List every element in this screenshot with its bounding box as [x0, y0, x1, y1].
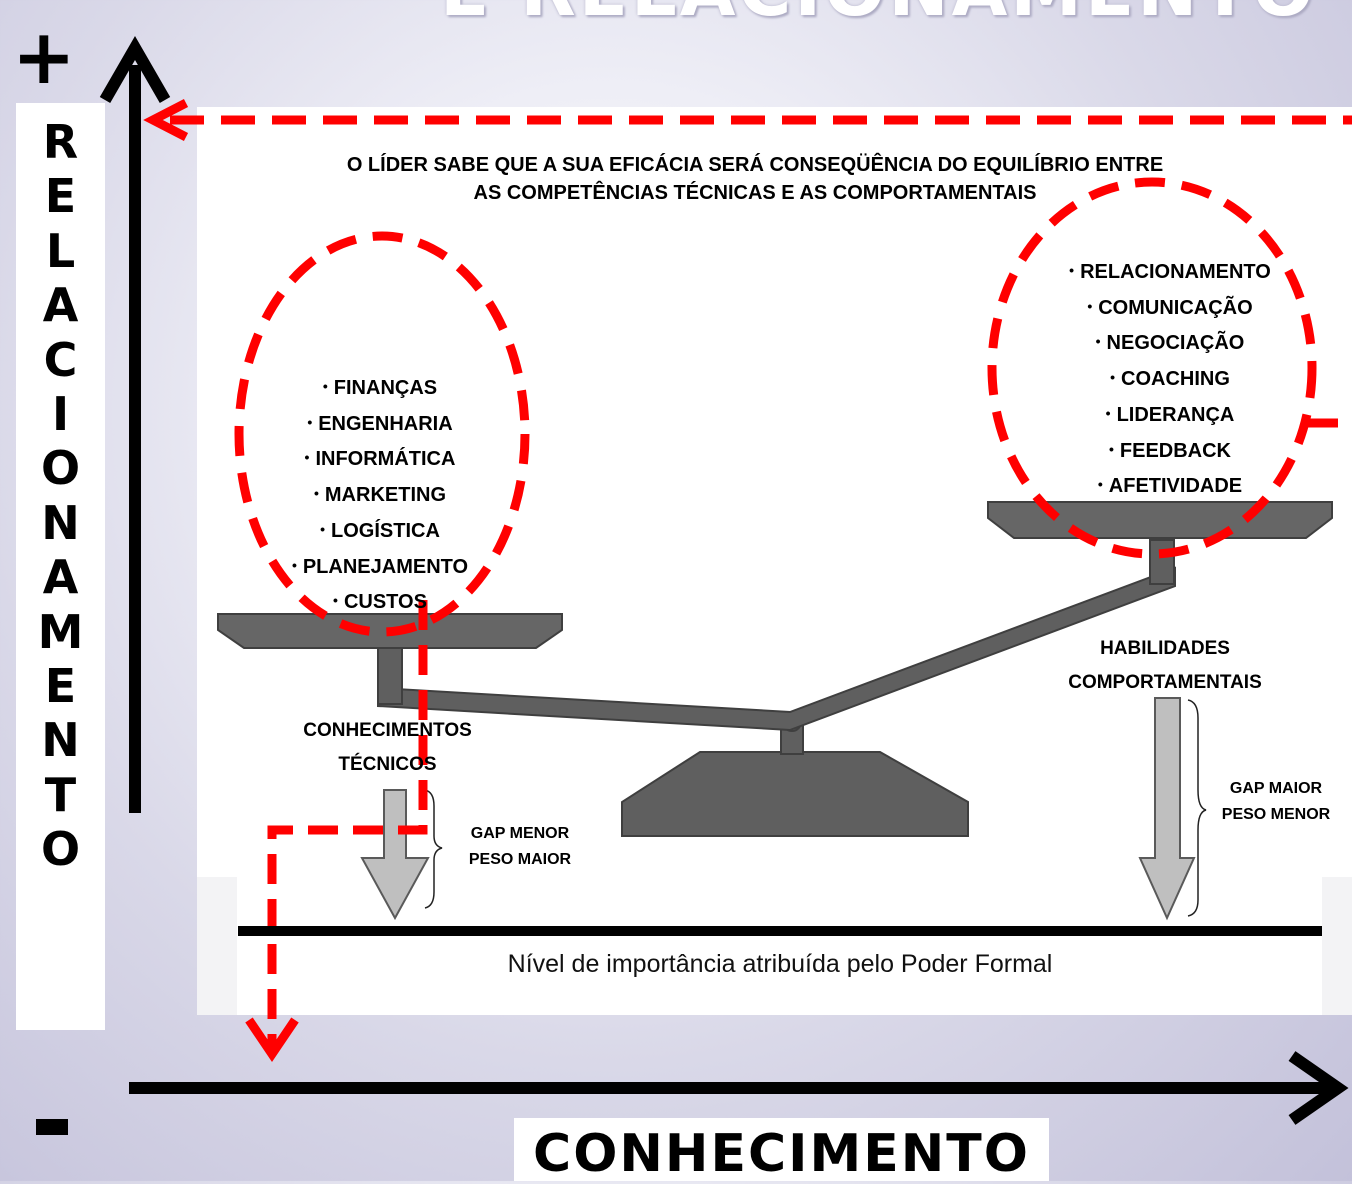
- gap-line: PESO MAIOR: [468, 851, 572, 868]
- list-item: •FEEDBACK: [1108, 439, 1232, 462]
- list-item: •COMUNICAÇÃO: [1087, 296, 1253, 319]
- x-axis-label-box: [514, 1118, 1049, 1181]
- x-axis-arrowhead: [1288, 1051, 1349, 1125]
- gap-label-left: GAP MENOR PESO MAIOR: [450, 821, 590, 873]
- gap-label-right: GAP MAIOR PESO MENOR: [1200, 776, 1352, 828]
- right-pan: [987, 501, 1333, 539]
- caption-line: HABILIDADES: [1100, 638, 1230, 659]
- y-letter: I: [51, 387, 70, 442]
- slide-title: E RELACIONAMENTO: [440, 0, 1317, 32]
- y-letter: A: [42, 550, 79, 605]
- right-hanger: [1149, 539, 1175, 585]
- technical-skills-list: •FINANÇAS •ENGENHARIA •INFORMÁTICA •MARK…: [250, 370, 510, 620]
- left-dashed-connector: [267, 600, 428, 1050]
- caption-line: CONHECIMENTOS: [303, 720, 472, 741]
- importance-label: Nível de importância atribuída pelo Pode…: [507, 950, 1053, 978]
- scale-base: [621, 751, 969, 837]
- left-brace: [424, 789, 443, 909]
- list-item: •MARKETING: [313, 484, 446, 507]
- left-hanger: [377, 647, 403, 705]
- list-item: •ENGENHARIA: [307, 412, 453, 435]
- y-letter: E: [44, 169, 77, 224]
- list-item: •RELACIONAMENTO: [1069, 261, 1271, 283]
- y-letter: N: [41, 495, 80, 550]
- right-brace: [1187, 699, 1207, 917]
- y-letter: T: [44, 767, 77, 822]
- list-item: •LOGÍSTICA: [320, 519, 440, 542]
- list-item: •FINANÇAS: [322, 377, 438, 399]
- left-dashed-oval: [234, 231, 530, 637]
- right-dashed-oval: [987, 177, 1317, 559]
- y-letter: R: [42, 115, 79, 169]
- scale-beam: [377, 566, 1176, 732]
- gap-line: GAP MENOR: [470, 825, 570, 842]
- panel-edge-left: [197, 877, 237, 1015]
- list-item: •INFORMÁTICA: [304, 448, 456, 471]
- list-item: •AFETIVIDADE: [1097, 475, 1243, 498]
- behavioral-skills-list: •RELACIONAMENTO •COMUNICAÇÃO •NEGOCIAÇÃO…: [1030, 254, 1310, 504]
- headline: O LÍDER SABE QUE A SUA EFICÁCIA SERÁ CON…: [210, 151, 1300, 207]
- gap-line: PESO MENOR: [1221, 806, 1331, 823]
- list-item: •PLANEJAMENTO: [291, 555, 469, 578]
- y-axis-label: R E L A C I O N A M E N T O: [16, 115, 105, 877]
- importance-baseline: [238, 926, 1322, 936]
- list-item: •NEGOCIAÇÃO: [1095, 332, 1245, 355]
- top-dashed-arrowhead: [143, 98, 189, 142]
- y-axis-arrowhead: [99, 35, 171, 103]
- gap-line: GAP MAIOR: [1229, 780, 1323, 797]
- y-letter: O: [40, 441, 81, 496]
- y-letter: M: [37, 604, 84, 659]
- y-letter: C: [43, 332, 78, 387]
- x-axis-label: CONHECIMENTO: [533, 1124, 1030, 1184]
- y-letter: O: [40, 822, 81, 877]
- caption-line: COMPORTAMENTAIS: [1068, 672, 1262, 693]
- left-weight-arrow: [360, 789, 430, 921]
- y-letter: E: [44, 659, 77, 714]
- right-weight-arrow: [1138, 697, 1196, 921]
- list-item: •LIDERANÇA: [1105, 403, 1235, 426]
- y-letter: L: [45, 223, 76, 278]
- headline-line-2: AS COMPETÊNCIAS TÉCNICAS E AS COMPORTAME…: [473, 182, 1037, 204]
- technical-caption: CONHECIMENTOS TÉCNICOS: [270, 714, 505, 782]
- caption-line: TÉCNICOS: [338, 754, 437, 775]
- list-item: •CUSTOS: [333, 591, 427, 614]
- behavioral-caption: HABILIDADES COMPORTAMENTAIS: [1015, 632, 1315, 700]
- plus-sign: +: [12, 12, 76, 101]
- y-letter: A: [42, 278, 79, 333]
- headline-line-1: O LÍDER SABE QUE A SUA EFICÁCIA SERÁ CON…: [346, 154, 1164, 176]
- down-dashed-arrowhead: [245, 1017, 299, 1063]
- y-letter: N: [41, 713, 80, 768]
- minus-sign: [36, 1119, 68, 1135]
- list-item: •COACHING: [1110, 368, 1230, 391]
- panel-edge-right: [1322, 877, 1352, 1015]
- y-axis-label-box: [16, 103, 105, 1030]
